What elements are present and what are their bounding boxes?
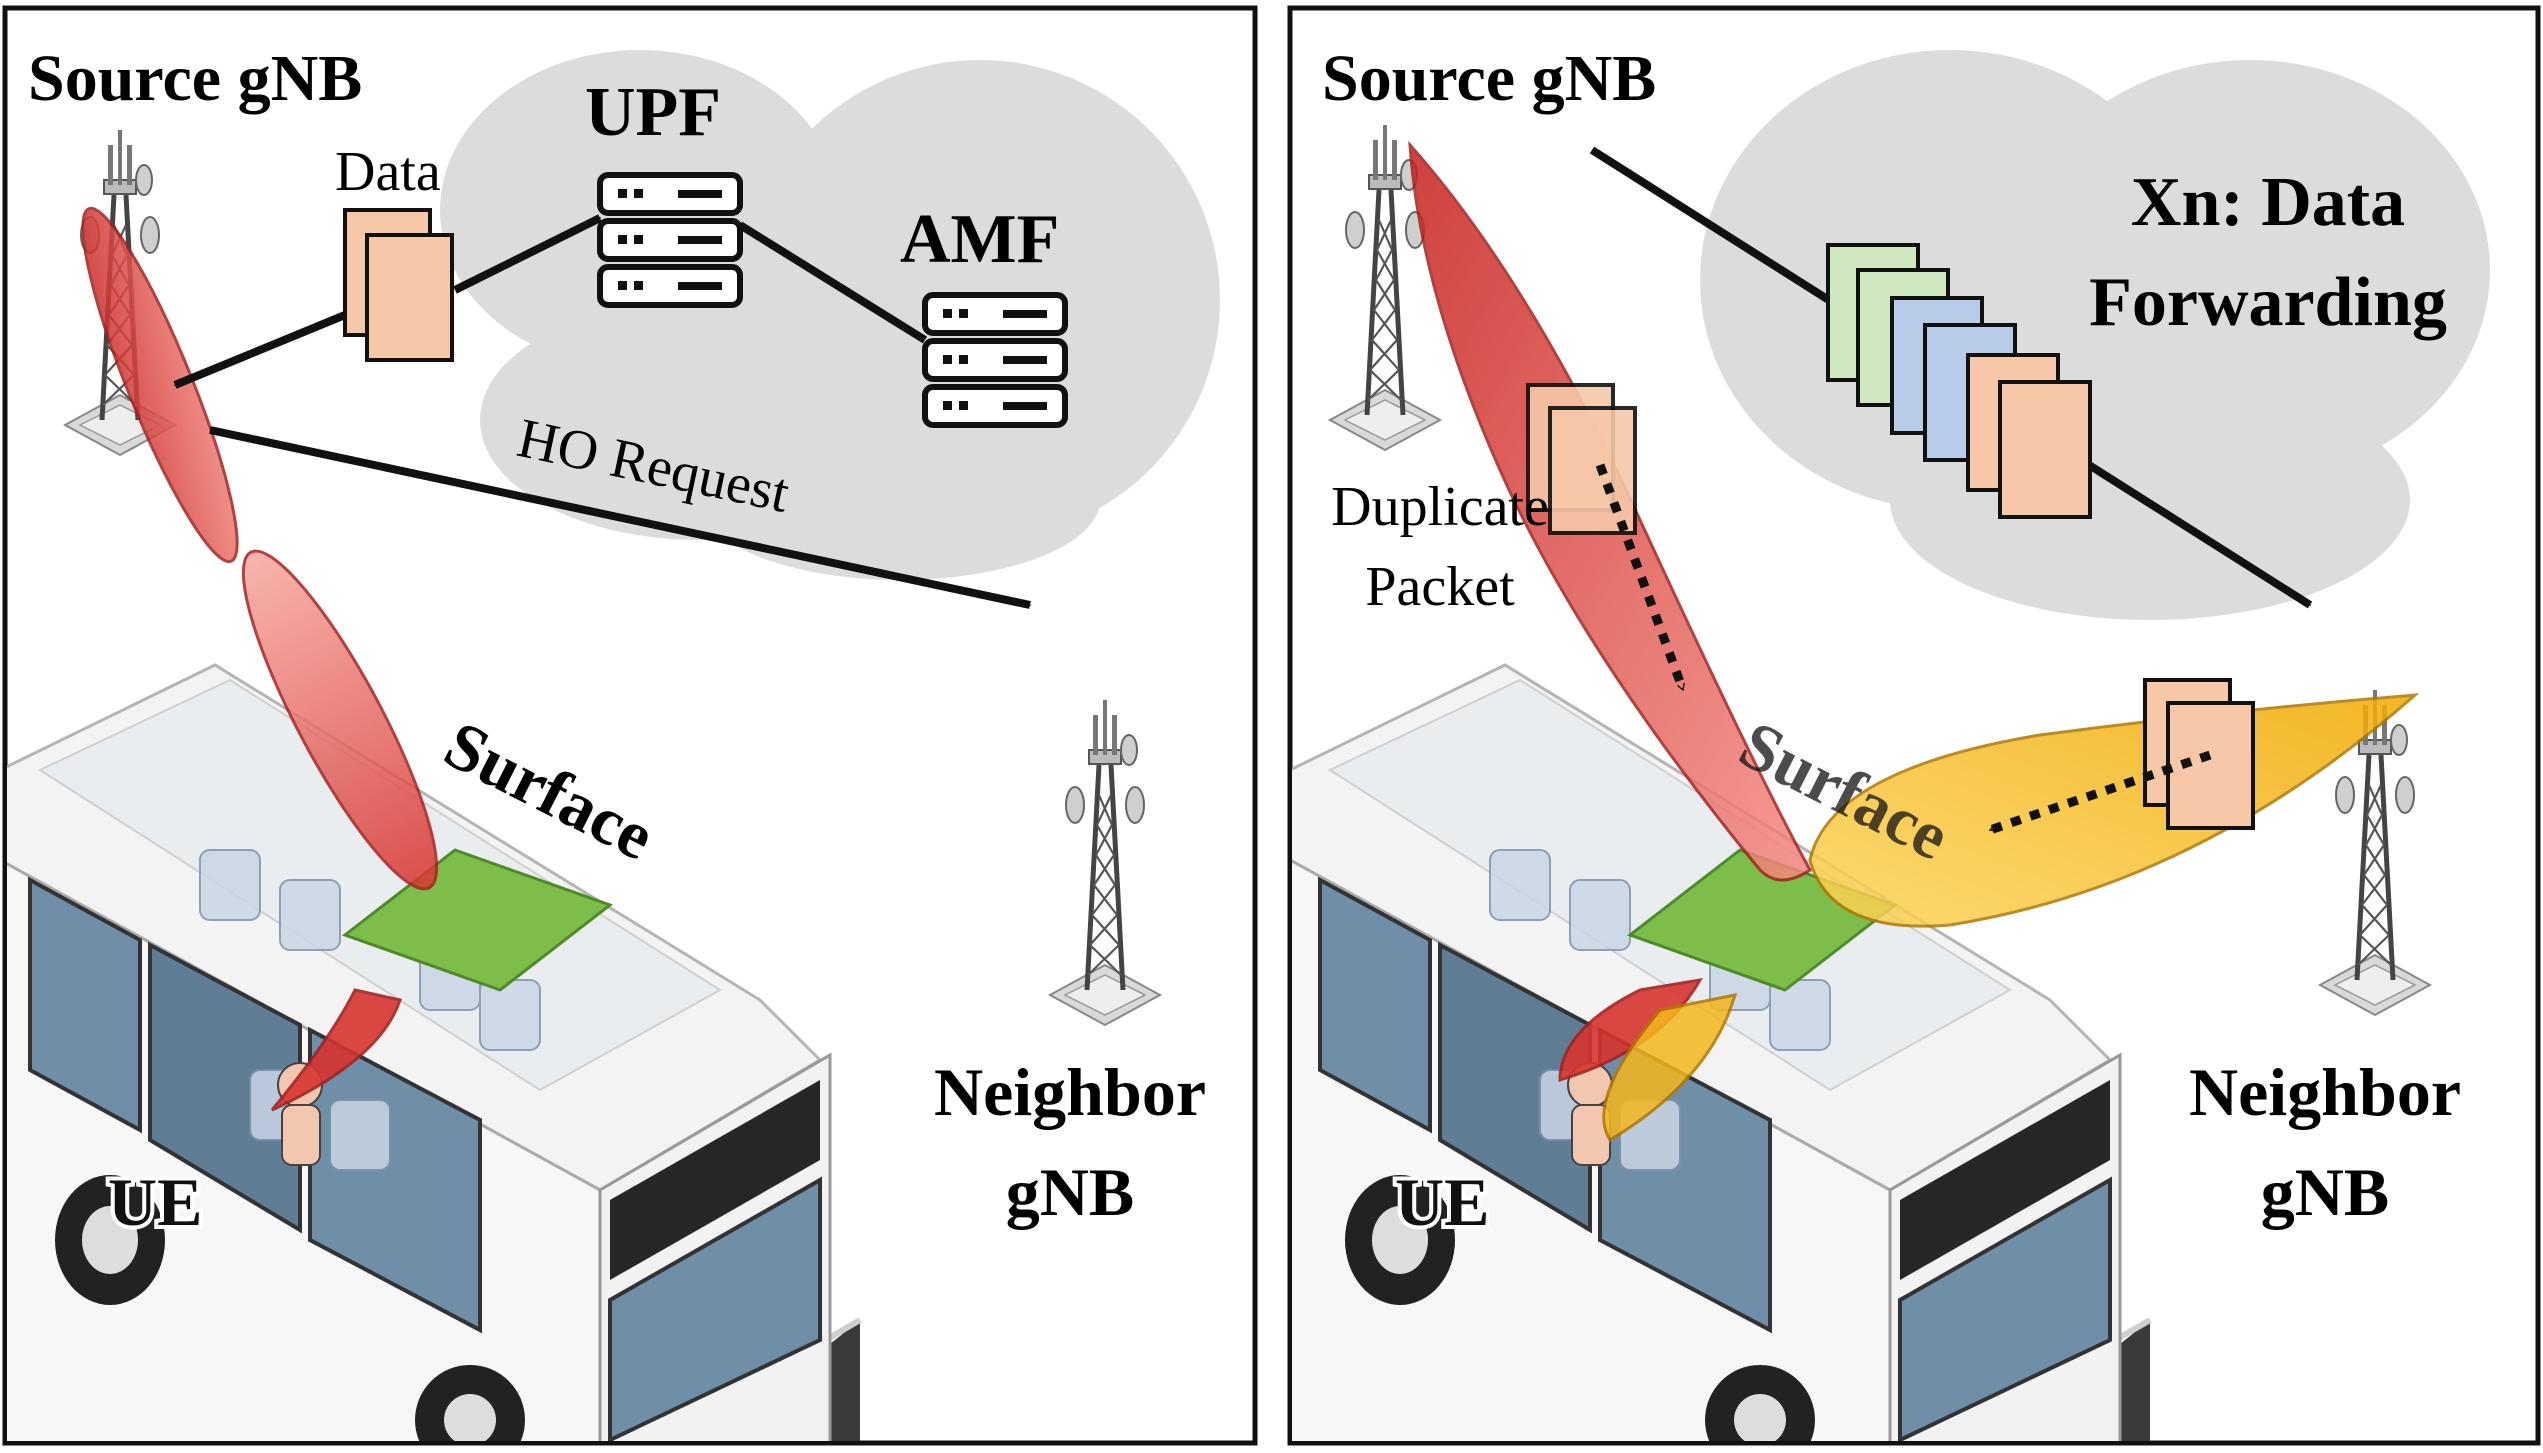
ue-label: UE: [108, 1164, 202, 1240]
data-arrow-to-upf: [453, 214, 602, 294]
duplicate-label-line1: Duplicate: [1331, 476, 1549, 538]
right-panel: Source gNB Xn: Data Forwarding Duplicate…: [1287, 5, 2541, 1446]
data-label: Data: [335, 141, 441, 203]
data-packets: [343, 208, 454, 362]
xn-label-line2: Forwarding: [2089, 264, 2447, 341]
left-panel: Source gNB UPF AMF Data HO Request Surfa…: [2, 5, 1258, 1446]
upf-server-icon: [600, 175, 740, 305]
ue-beam-neighbor-right: [1602, 993, 1738, 1143]
data-arrow-to-source: [173, 311, 347, 389]
amf-label: AMF: [900, 201, 1059, 278]
amf-server-icon: [925, 295, 1065, 425]
xn-label-line1: Xn: Data: [2131, 164, 2405, 241]
forwarded-packets: [1826, 243, 2092, 519]
duplicate-label-line2: Packet: [1365, 556, 1515, 618]
ue-label-right: UE: [1395, 1164, 1489, 1240]
neighbor-gnb-label-right-line1: Neighbor: [2189, 1054, 2461, 1130]
neighbor-gnb-label-right-line2: gNB: [2261, 1154, 2389, 1230]
neighbor-gnb-label-line2: gNB: [1006, 1154, 1134, 1230]
upf-label: UPF: [585, 74, 721, 151]
duplicate-packet-neighbor: [2143, 678, 2255, 830]
upf-amf-link: [737, 221, 928, 344]
duplicate-packet-source: [1526, 383, 1637, 535]
source-gnb-label: Source gNB: [28, 42, 362, 115]
ue-beam: [270, 988, 402, 1112]
ho-request-arrow: [209, 426, 1032, 609]
source-beam-upper: [81, 206, 239, 564]
source-beam-reflected: [241, 549, 439, 891]
neighbor-gnb-label-line1: Neighbor: [934, 1054, 1206, 1130]
source-gnb-label-right: Source gNB: [1322, 42, 1656, 115]
